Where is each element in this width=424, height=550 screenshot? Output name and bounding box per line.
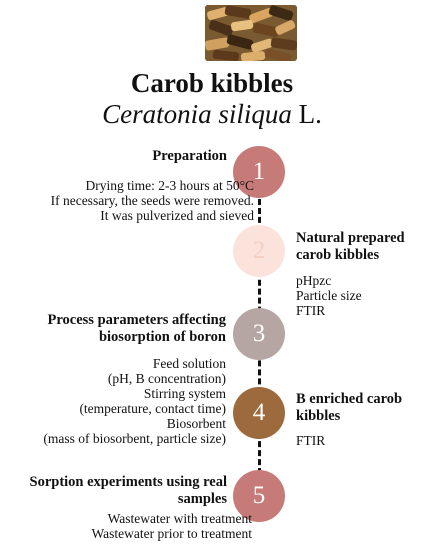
step-5-circle: 5 xyxy=(233,470,285,522)
step-5-title: Sorption experiments using real samples xyxy=(30,474,228,508)
step-1-title-line: Preparation xyxy=(152,148,227,164)
step-5-detail: Wastewater prior to treatment xyxy=(91,526,252,541)
species-name: Ceratonia siliqua L. xyxy=(0,99,424,129)
step-2-detail: FTIR xyxy=(296,303,326,318)
step-1-detail: It was pulverized and sieved xyxy=(100,208,254,223)
carob-kibbles-photo xyxy=(205,5,297,61)
species-italic: Ceratonia siliqua xyxy=(102,99,292,129)
step-2-detail: Particle size xyxy=(296,288,362,303)
step-5-details: Wastewater with treatment Wastewater pri… xyxy=(92,511,252,541)
step-3-title: Process parameters affecting biosorption… xyxy=(48,312,227,346)
step-2-circle: 2 xyxy=(233,225,285,277)
step-5-title-line: Sorption experiments using real xyxy=(29,474,228,490)
step-4-title-line: kibbles xyxy=(296,408,341,424)
step-3-detail: (mass of biosorbent, particle size) xyxy=(43,431,226,446)
step-3-detail: Biosorbent xyxy=(166,416,226,431)
step-3-title-line: biosorption of boron xyxy=(98,329,226,345)
step-1-circle: 1 xyxy=(233,146,285,198)
step-3-detail: (pH, B concentration) xyxy=(107,371,226,386)
step-2-title-line: Natural prepared xyxy=(296,230,405,246)
step-4-title: B enriched carob kibbles xyxy=(296,391,402,425)
step-4-circle: 4 xyxy=(233,387,285,439)
step-4-details: FTIR xyxy=(296,433,325,448)
step-3-detail: Stirring system xyxy=(143,386,226,401)
step-3-circle: 3 xyxy=(233,308,285,360)
step-3-details: Feed solution (pH, B concentration) Stir… xyxy=(43,356,226,446)
step-1-title: Preparation xyxy=(152,148,227,165)
step-3-title-line: Process parameters affecting xyxy=(47,312,227,328)
step-1-detail: If necessary, the seeds were removed. xyxy=(50,193,254,208)
step-2-title: Natural prepared carob kibbles xyxy=(296,230,405,264)
step-2-title-line: carob kibbles xyxy=(296,247,380,263)
step-2-detail: pHpzc xyxy=(296,273,332,288)
page-title: Carob kibbles xyxy=(130,68,294,98)
step-4-detail: FTIR xyxy=(296,433,326,448)
step-1-detail: Drying time: 2-3 hours at 50°C xyxy=(85,178,254,193)
step-3-detail: (temperature, contact time) xyxy=(79,401,226,416)
step-4-title-line: B enriched carob xyxy=(296,391,403,407)
step-3-detail: Feed solution xyxy=(152,356,226,371)
carob-pieces-image xyxy=(205,5,297,61)
step-2-details: pHpzc Particle size FTIR xyxy=(296,273,362,318)
step-5-title-line: samples xyxy=(177,491,227,507)
step-5-detail: Wastewater with treatment xyxy=(107,511,252,526)
step-1-details: Drying time: 2-3 hours at 50°C If necess… xyxy=(51,178,254,223)
species-author: L. xyxy=(298,99,322,129)
